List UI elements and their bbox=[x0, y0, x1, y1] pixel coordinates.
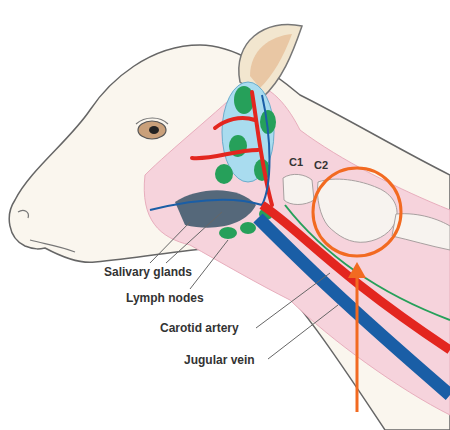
tissue-region bbox=[144, 84, 450, 415]
part-label: Carotid artery bbox=[160, 322, 239, 336]
facial-artery bbox=[192, 92, 272, 205]
eyelid bbox=[136, 118, 168, 124]
nostril bbox=[18, 210, 28, 218]
pointer-arrow bbox=[356, 274, 359, 412]
gland-lobe bbox=[234, 86, 254, 114]
pupil bbox=[149, 126, 159, 134]
mandibular-gland bbox=[175, 190, 256, 227]
gland-lobe bbox=[215, 164, 233, 184]
head-outline bbox=[9, 45, 450, 430]
part-label: Salivary glands bbox=[104, 266, 192, 280]
vertebra-label: C2 bbox=[314, 159, 328, 172]
vertebra-label: C1 bbox=[289, 156, 303, 169]
lymph-node bbox=[219, 227, 237, 239]
vagus-nerve bbox=[285, 205, 450, 320]
lymph-node bbox=[240, 222, 256, 234]
vertebra-c2 bbox=[317, 179, 397, 242]
target-circle bbox=[313, 168, 401, 256]
arrow-head bbox=[348, 262, 366, 278]
part-label: Lymph nodes bbox=[126, 292, 204, 306]
mouth bbox=[30, 240, 75, 252]
part-label: Jugular vein bbox=[184, 354, 255, 368]
ear-inner bbox=[250, 34, 292, 88]
leader-lines bbox=[150, 212, 338, 359]
eye bbox=[138, 121, 166, 139]
nerve bbox=[150, 95, 270, 210]
vertebra-c1 bbox=[283, 174, 314, 204]
jugular-vein bbox=[258, 218, 450, 395]
